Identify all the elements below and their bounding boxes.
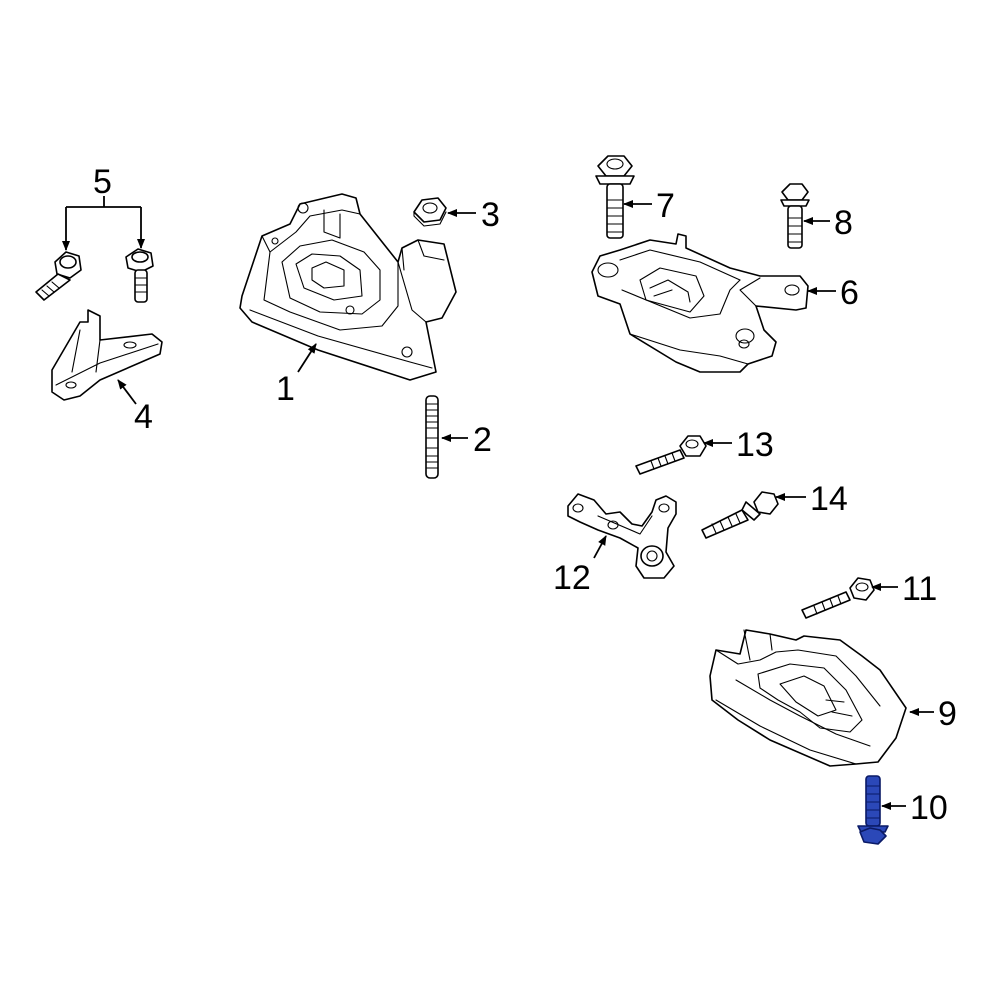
callout-14: 14 — [810, 480, 848, 518]
part-3-nut[interactable] — [413, 197, 447, 227]
part-12-torque-rod[interactable] — [567, 493, 677, 579]
part-9-lower-mount[interactable] — [709, 629, 907, 767]
callout-10: 10 — [910, 789, 948, 827]
leader-1 — [297, 343, 317, 373]
callout-2: 2 — [473, 421, 492, 459]
callout-1: 1 — [276, 370, 295, 408]
callout-12: 12 — [553, 559, 591, 597]
leader-lines — [62, 196, 934, 810]
callout-labels: 1 2 3 4 5 6 7 8 9 10 11 12 13 14 — [93, 163, 957, 827]
part-5-bolt-left[interactable] — [35, 251, 82, 301]
callout-4: 4 — [134, 398, 153, 436]
part-4-bracket[interactable] — [51, 309, 163, 401]
part-7-bolt[interactable] — [595, 155, 635, 239]
callout-13: 13 — [736, 426, 774, 464]
part-10-bolt-highlighted[interactable] — [857, 775, 889, 845]
callout-9: 9 — [938, 695, 957, 733]
callout-6: 6 — [840, 274, 859, 312]
callout-3: 3 — [481, 196, 500, 234]
callout-11: 11 — [902, 570, 937, 608]
part-8-bolt[interactable] — [780, 183, 810, 249]
part-13-bolt[interactable] — [635, 435, 707, 475]
leader-12 — [593, 535, 607, 559]
part-14-bolt[interactable] — [701, 491, 779, 539]
part-6-mount[interactable] — [591, 233, 809, 373]
part-11-bolt[interactable] — [801, 577, 875, 619]
part-1-mount[interactable] — [239, 193, 457, 381]
callout-8: 8 — [834, 204, 853, 242]
part-5-bolt-right[interactable] — [125, 248, 154, 303]
callout-7: 7 — [656, 187, 675, 225]
leader-4 — [117, 379, 137, 405]
callout-5: 5 — [93, 163, 112, 201]
part-2-stud[interactable] — [425, 395, 439, 479]
